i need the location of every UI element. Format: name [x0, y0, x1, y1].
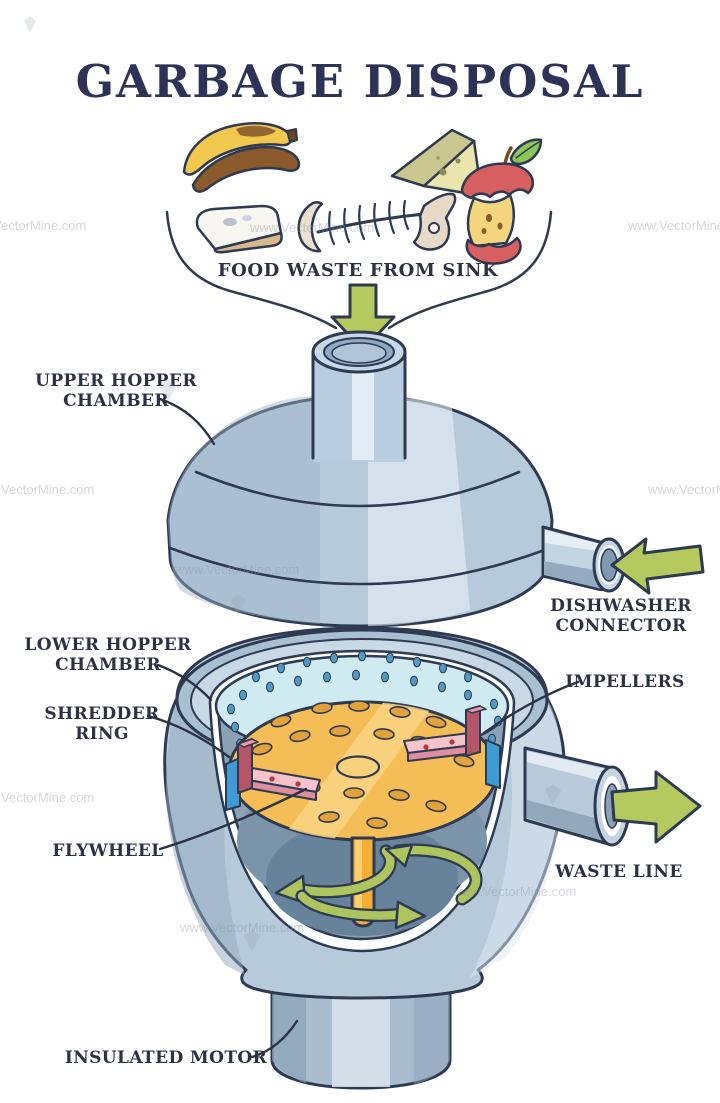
upper-hopper-label-2: CHAMBER [63, 391, 169, 411]
bread-slice-icon [195, 204, 283, 254]
watermark-text: www.VectorMine.com [627, 218, 720, 233]
watermark-text: www.VectorMine.com [0, 790, 94, 805]
ring-tab-right [485, 739, 501, 789]
shredder-ring-label-1: SHREDDER [44, 704, 160, 724]
leader-lines [146, 397, 580, 1059]
inlet-tube [311, 330, 407, 462]
food-waste-icons [182, 122, 543, 265]
flywheel [227, 700, 499, 842]
insulated-motor-label: INSULATED MOTOR [65, 1048, 268, 1068]
insulated-motor [270, 983, 452, 1090]
watermark-text: www.VectorMine.com [647, 482, 720, 497]
lower-hopper-label-2: CHAMBER [55, 655, 161, 675]
dishwasher-label-2: CONNECTOR [555, 616, 687, 636]
leader-impellers [482, 680, 580, 735]
leader-upper-hopper [158, 397, 216, 446]
dishwasher-inflow-arrow-icon [610, 537, 705, 595]
part-labels: UPPER HOPPER CHAMBER DISHWASHER CONNECTO… [24, 371, 692, 1068]
impeller-right [403, 705, 487, 762]
leader-insulated-motor [250, 1019, 299, 1059]
waste-outflow-arrow-icon [610, 770, 702, 844]
watermarks: www.VectorMine.com www.VectorMine.com ww… [0, 16, 720, 952]
dishwasher-connector [541, 525, 626, 593]
lower-hopper-unit [163, 626, 702, 1090]
leader-flywheel [158, 787, 308, 851]
upper-hopper-label-1: UPPER HOPPER [35, 371, 197, 391]
fish-bones-icon [297, 192, 457, 253]
ring-tab-left [225, 757, 241, 811]
waste-line-label: WASTE LINE [554, 862, 682, 882]
impellers-label: IMPELLERS [565, 672, 684, 692]
rotation-arrows [274, 843, 483, 930]
watermark-text: www.VectorMine.com [179, 920, 304, 935]
flywheel-label: FLYWHEEL [52, 841, 163, 861]
page-title: GARBAGE DISPOSAL [76, 55, 645, 108]
watermark-text: www.VectorMine.com [0, 218, 86, 233]
apple-core-icon [460, 138, 543, 265]
leader-shredder-ring [146, 714, 231, 759]
watermark-text: www.VectorMine.com [451, 884, 576, 899]
watermark-text: www.VectorMine.com [174, 562, 299, 577]
impeller-left [237, 738, 321, 801]
upper-hopper-chamber [166, 330, 705, 628]
watermark-text: www.VectorMine.com [249, 220, 374, 235]
shredder-ring-label-2: RING [75, 724, 129, 744]
lower-hopper-label-1: LOWER HOPPER [24, 635, 192, 655]
leader-lower-hopper [156, 663, 213, 702]
banana-peel-icon [182, 122, 301, 193]
watermark-logo [24, 16, 561, 952]
watermark-text: www.VectorMine.com [0, 482, 94, 497]
food-waste-label: FOOD WASTE FROM SINK [218, 260, 499, 281]
funnel-bracket [165, 210, 553, 330]
dishwasher-label-1: DISHWASHER [550, 596, 692, 616]
